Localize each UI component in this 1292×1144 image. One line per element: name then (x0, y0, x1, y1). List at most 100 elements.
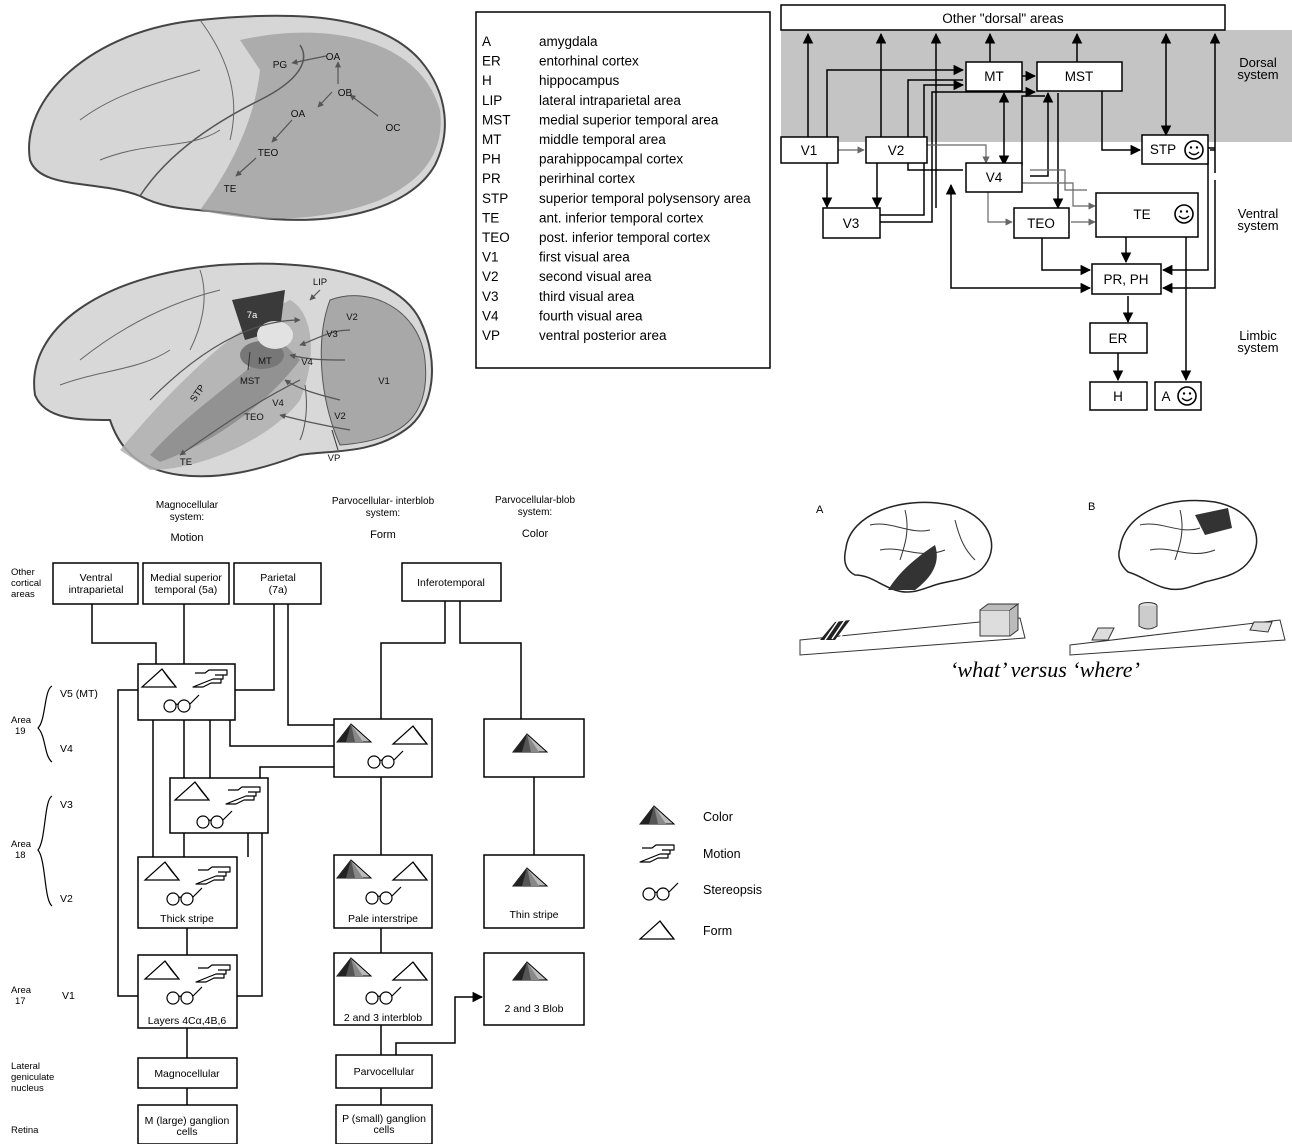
row-label: V4 (60, 743, 73, 755)
legend-name: hippocampus (539, 73, 620, 88)
legend-color-label: Color (703, 810, 733, 824)
brain-label: LIP (313, 277, 327, 288)
brace (37, 795, 53, 907)
legend-abbr: STP (482, 191, 508, 206)
brain-label: V2 (334, 411, 346, 422)
limbic-system-label: system (1237, 340, 1278, 355)
brain-label: MT (258, 356, 272, 367)
box-label: Parvocellular (354, 1066, 415, 1078)
box-label: Thin stripe (509, 909, 558, 921)
box-label: Magnocellular (154, 1068, 220, 1080)
legend-name: parahippocampal cortex (539, 152, 683, 167)
brain-lateral-areas: LIP 7a V2 V3 MT MST V4 STP V1 TEO V4 V2 … (33, 262, 433, 478)
legend-name: superior temporal polysensory area (539, 191, 751, 206)
legend-abbr: V1 (482, 250, 499, 265)
box-mt-label: MT (984, 69, 1004, 84)
column-header: Form (370, 529, 396, 541)
box-label: (7a) (269, 584, 288, 596)
other-dorsal-box (780, 4, 1226, 31)
legend-name: second visual area (539, 269, 652, 284)
legend-abbr: H (482, 73, 492, 88)
brain-label: VP (328, 453, 341, 464)
column-header: Parvocellular-blob (495, 495, 575, 506)
ventral-system-label: Ventral (1238, 206, 1279, 221)
legend-name: middle temporal area (539, 132, 666, 147)
box-ventral-intraparietal (52, 562, 139, 605)
panel-a-label: A (816, 504, 824, 516)
brain-label: TE (180, 457, 192, 468)
row-label: cortical (11, 578, 41, 589)
brain-label: OB (338, 88, 353, 99)
row-label: 19 (15, 726, 26, 737)
box-mst (1036, 61, 1123, 92)
what-where-caption: ‘what’ versus ‘where’ (950, 657, 1140, 682)
box-label: Pale interstripe (348, 913, 418, 925)
dorsal-system-label: Dorsal (1239, 55, 1277, 70)
row-label: nucleus (11, 1083, 44, 1094)
column-header: system: (366, 508, 400, 519)
row-label: geniculate (11, 1072, 54, 1083)
box-label: intraparietal (69, 584, 124, 596)
legend-name: entorhinal cortex (539, 54, 639, 69)
box-a-label: A (1161, 389, 1170, 404)
row-label: Retina (11, 1125, 39, 1136)
box-parvocellular (335, 1054, 433, 1089)
brain-label: MST (240, 376, 260, 387)
box-thin-stripe (483, 854, 585, 929)
brain-label: V3 (326, 329, 338, 340)
box-label: Layers 4Cα,4B,6 (148, 1015, 227, 1027)
legend-stereopsis-label: Stereopsis (703, 883, 762, 897)
brain-label: V2 (346, 312, 358, 323)
panel-b-label: B (1088, 501, 1095, 513)
smiley-icon (1184, 140, 1204, 160)
legend-name: perirhinal cortex (539, 171, 635, 186)
row-label: 17 (15, 996, 26, 1007)
row-label: V3 (60, 799, 73, 811)
row-label: 18 (15, 850, 26, 861)
brain-label: OC (386, 123, 401, 134)
box-v2 (865, 136, 928, 164)
box-label: cells (373, 1124, 394, 1136)
box-label: Inferotemporal (417, 577, 485, 589)
box-h (1089, 381, 1148, 411)
smiley-icon (1177, 386, 1197, 406)
box-label: Ventral (80, 572, 113, 584)
legend-name: ventral posterior area (539, 328, 667, 343)
legend-abbr: V4 (482, 308, 499, 323)
box-v4-label: V4 (986, 170, 1003, 185)
brain-a-illustration (799, 501, 1026, 656)
brain-lateral-top: PG OA OB OA OC TEO TE (28, 14, 446, 221)
box-mst-label: MST (1065, 69, 1094, 84)
row-label: V1 (62, 990, 75, 1002)
box-blob (483, 952, 585, 1026)
brain-label: TEO (258, 148, 279, 159)
box-teo (1013, 207, 1070, 239)
box-v3-magno (169, 777, 269, 834)
legend-motion-label: Motion (703, 847, 741, 861)
legend-abbr: MST (482, 112, 511, 127)
box-prph (1091, 263, 1162, 295)
brain-label: OA (326, 52, 341, 63)
box-v3 (822, 207, 881, 239)
brain-label: V1 (378, 376, 390, 387)
brain-label: TEO (244, 412, 264, 423)
row-label: Other (11, 567, 35, 578)
row-label: Lateral (11, 1061, 40, 1072)
box-v4 (965, 162, 1023, 193)
feature-legend: Color Motion Stereopsis Form (639, 805, 762, 940)
box-mt (965, 61, 1023, 92)
box-v3-label: V3 (843, 216, 860, 231)
legend-abbr: TE (482, 210, 499, 225)
box-er (1089, 322, 1148, 354)
brain-label: V4 (272, 398, 284, 409)
box-inferotemporal (401, 562, 502, 602)
legend-name: medial superior temporal area (539, 112, 719, 127)
dorsal-system-label: system (1237, 67, 1278, 82)
row-label: Area (11, 839, 32, 850)
box-label: temporal (5a) (155, 584, 217, 596)
stereopsis-icon (642, 882, 679, 901)
legend-name: amygdala (539, 34, 598, 49)
box-p-ganglion (335, 1104, 433, 1144)
legend-abbr: TEO (482, 230, 510, 245)
